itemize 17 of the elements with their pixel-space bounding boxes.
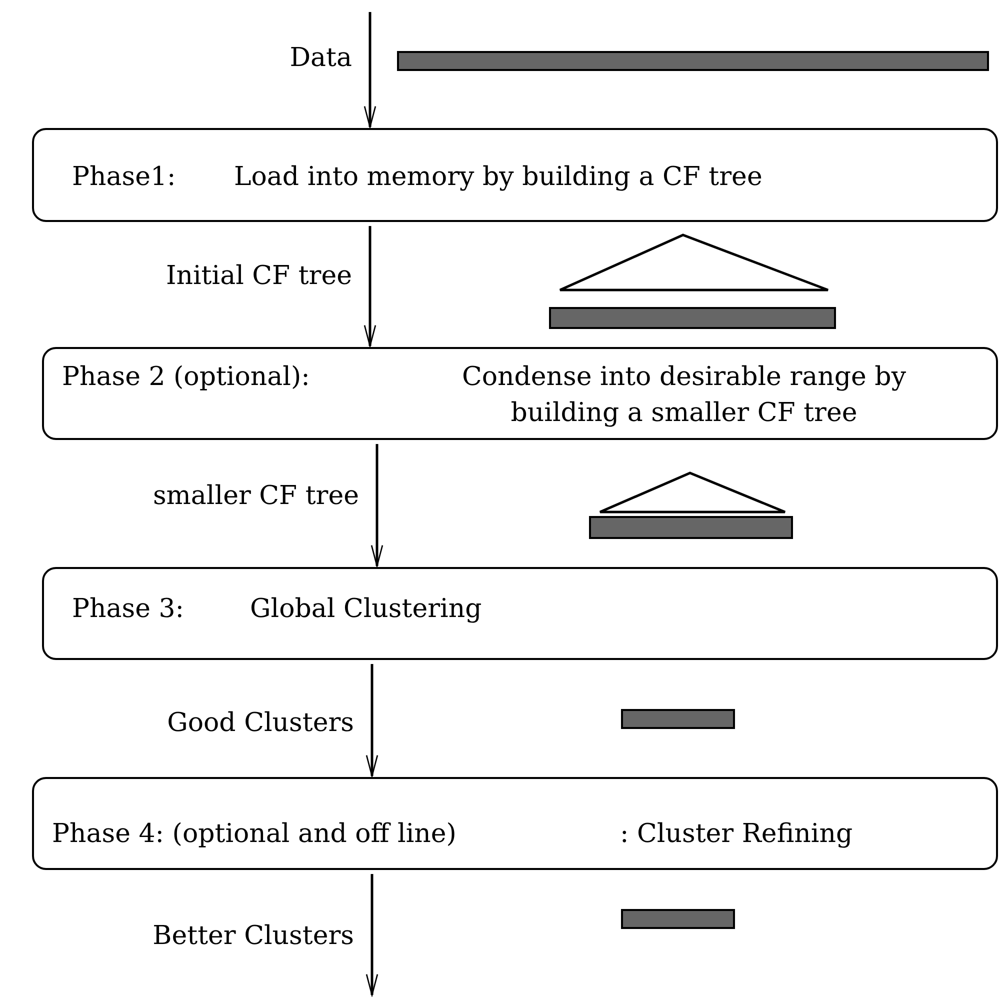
arrow: [364, 12, 376, 128]
process-box: [32, 128, 998, 222]
phase-description: Load into memory by building a CF tree: [234, 161, 762, 194]
arrow: [364, 226, 376, 347]
process-box: [42, 567, 998, 660]
phase-label: Phase 4: (optional and off line): [52, 818, 456, 851]
arrow: [366, 874, 378, 996]
arrow: [366, 664, 378, 777]
phase-label: Phase 2 (optional):: [62, 361, 310, 394]
arrow: [370, 444, 384, 567]
phase-description: : Cluster Refining: [620, 818, 853, 851]
phase-label: Phase 3:: [72, 593, 184, 626]
process-box: [42, 347, 998, 440]
phase-label: Phase1:: [72, 161, 176, 194]
phase-description: Condense into desirable range by building a smaller CF tree: [460, 361, 908, 430]
process-box: [32, 777, 998, 870]
phase-description: Global Clustering: [250, 593, 482, 626]
